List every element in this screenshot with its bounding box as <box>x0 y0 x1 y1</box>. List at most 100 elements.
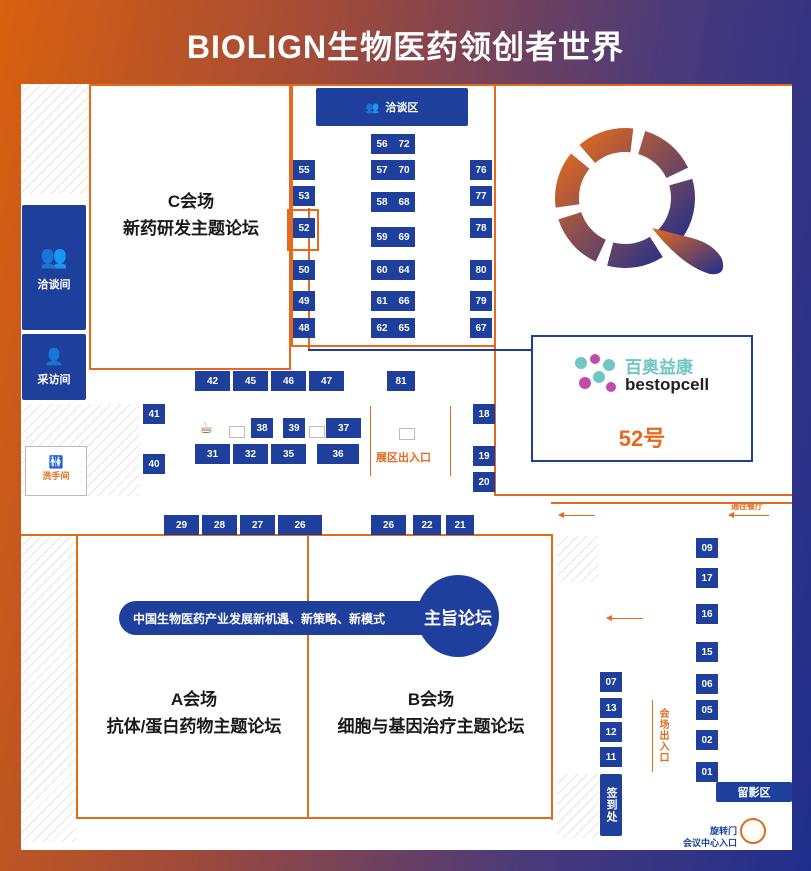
booth[interactable]: 65 <box>393 318 415 338</box>
booth[interactable]: 76 <box>470 160 492 180</box>
exhibit-entrance-label: 展区出入口 <box>376 452 431 464</box>
booth[interactable]: 11 <box>600 747 622 767</box>
booth[interactable]: 02 <box>696 730 718 750</box>
meeting-area-banner: 👥 洽谈区 <box>316 88 468 126</box>
table-marker <box>309 426 325 438</box>
revolving-door-icon <box>740 818 766 844</box>
revolving-door-label: 旋转门 <box>709 826 737 836</box>
booth[interactable]: 70 <box>393 160 415 180</box>
wall-hatch <box>21 84 89 194</box>
booth[interactable]: 60 <box>371 260 393 280</box>
table-marker <box>229 426 245 438</box>
booth[interactable]: 26 <box>371 515 406 535</box>
booth[interactable]: 61 <box>371 291 393 311</box>
biolign-logo-mark <box>555 128 724 275</box>
booth[interactable]: 18 <box>473 404 495 424</box>
booth[interactable]: 72 <box>393 134 415 154</box>
brand-cn: 百奥益康 <box>625 358 693 377</box>
highlight-box: 百奥益康 bestopcell 52号 <box>531 335 753 462</box>
to-restaurant-label: 通往餐厅 <box>731 502 763 511</box>
booth[interactable]: 66 <box>393 291 415 311</box>
wall-line <box>551 598 553 820</box>
booth[interactable]: 07 <box>600 672 622 692</box>
direction-arrow <box>606 615 643 621</box>
meeting-room-panel: 👥 洽谈间 <box>22 205 86 330</box>
booth[interactable]: 31 <box>195 444 230 464</box>
people-icon: 👥 <box>365 101 380 114</box>
booth[interactable]: 39 <box>283 418 305 438</box>
booth[interactable]: 36 <box>317 444 359 464</box>
booth[interactable]: 05 <box>696 700 718 720</box>
booth[interactable]: 35 <box>271 444 306 464</box>
interview-room-panel: 👤 采访间 <box>22 334 86 400</box>
booth[interactable]: 52 <box>293 218 315 238</box>
table-marker <box>399 428 415 440</box>
booth[interactable]: 13 <box>600 698 622 718</box>
booth[interactable]: 37 <box>326 418 361 438</box>
booth[interactable]: 01 <box>696 762 718 782</box>
booth[interactable]: 29 <box>164 515 199 535</box>
booth[interactable]: 15 <box>696 642 718 662</box>
booth[interactable]: 46 <box>271 371 306 391</box>
booth[interactable]: 53 <box>293 186 315 206</box>
wall-line <box>551 502 792 504</box>
booth[interactable]: 17 <box>696 568 718 588</box>
wall-hatch <box>557 536 599 582</box>
booth[interactable]: 49 <box>293 291 315 311</box>
venue-entrance-arrow <box>652 700 653 772</box>
booth[interactable]: 79 <box>470 291 492 311</box>
booth[interactable]: 59 <box>371 227 393 247</box>
booth[interactable]: 16 <box>696 604 718 624</box>
hall-a-outline <box>76 534 309 819</box>
hall-b-label: B会场 细胞与基因治疗主题论坛 <box>337 690 525 736</box>
booth[interactable]: 58 <box>371 192 393 212</box>
hall-b-outline <box>307 534 553 819</box>
booth[interactable]: 81 <box>387 371 415 391</box>
booth[interactable]: 26 <box>278 515 322 535</box>
booth[interactable]: 32 <box>233 444 268 464</box>
booth[interactable]: 80 <box>470 260 492 280</box>
booth[interactable]: 09 <box>696 538 718 558</box>
booth[interactable]: 42 <box>195 371 230 391</box>
booth[interactable]: 45 <box>233 371 268 391</box>
booth-52-label: 52号 <box>618 426 666 451</box>
photo-zone: 留影区 <box>716 782 792 802</box>
booth[interactable]: 41 <box>143 404 165 424</box>
brand-en: bestopcell <box>625 375 710 394</box>
page-title: BIOLIGN生物医药领创者世界 <box>186 29 625 65</box>
entrance-arrow <box>370 406 371 476</box>
booth[interactable]: 06 <box>696 674 718 694</box>
booth[interactable]: 12 <box>600 722 622 742</box>
booth[interactable]: 50 <box>293 260 315 280</box>
booth[interactable]: 20 <box>473 472 495 492</box>
entrance-arrow <box>450 406 451 476</box>
booth[interactable]: 22 <box>413 515 441 535</box>
restroom: 🚻 洗手间 <box>25 446 87 496</box>
booth[interactable]: 77 <box>470 186 492 206</box>
booth[interactable]: 47 <box>309 371 344 391</box>
wall-hatch <box>21 536 76 842</box>
interview-icon: 👤 <box>44 349 64 366</box>
booth[interactable]: 67 <box>470 318 492 338</box>
booth[interactable]: 28 <box>202 515 237 535</box>
booth[interactable]: 55 <box>293 160 315 180</box>
booth[interactable]: 27 <box>240 515 275 535</box>
booth[interactable]: 62 <box>371 318 393 338</box>
booth[interactable]: 48 <box>293 318 315 338</box>
booth[interactable]: 69 <box>393 227 415 247</box>
booth[interactable]: 19 <box>473 446 495 466</box>
venue-entrance-label: 会场出入口 <box>657 708 668 763</box>
booth[interactable]: 56 <box>371 134 393 154</box>
coffee-icon: ☕ <box>199 420 214 437</box>
booth[interactable]: 78 <box>470 218 492 238</box>
wall-hatch <box>557 774 599 838</box>
main-forum-circle: 主旨论坛 <box>417 575 499 657</box>
booth[interactable]: 64 <box>393 260 415 280</box>
hall-a-label: A会场 抗体/蛋白药物主题论坛 <box>106 690 282 736</box>
booth[interactable]: 21 <box>446 515 474 535</box>
booth[interactable]: 38 <box>251 418 273 438</box>
booth[interactable]: 68 <box>393 192 415 212</box>
booth[interactable]: 40 <box>143 454 165 474</box>
booth[interactable]: 57 <box>371 160 393 180</box>
floor-plan: 👥 洽谈区 👥 洽谈间 👤 采访间 🚻 洗手间 C会场 新药研发主题论坛 A会场… <box>21 84 792 850</box>
